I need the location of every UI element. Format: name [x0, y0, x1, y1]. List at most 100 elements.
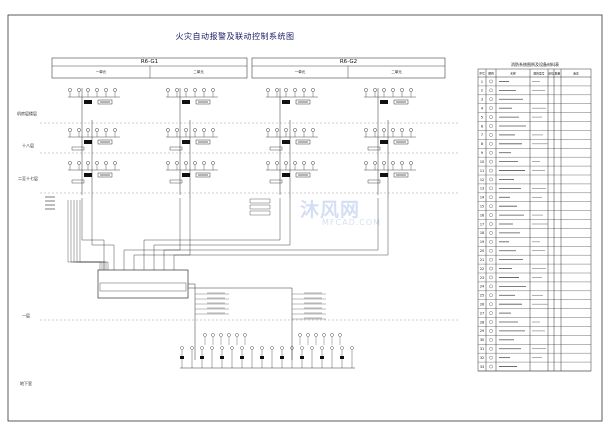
smoke-detector-symbol [166, 128, 170, 132]
legend-header-cell: 单位 [548, 72, 554, 76]
panel-link [188, 283, 196, 290]
legend-symbol [489, 195, 493, 200]
block-r6g2-unit-right: 二单元 [391, 70, 402, 74]
legend-symbol [489, 177, 493, 182]
legend-symbol [489, 266, 493, 271]
block-r6g2-unit-left: 一单元 [294, 70, 306, 74]
smoke-detector-symbol [202, 88, 206, 92]
legend-row-number: 16 [480, 213, 484, 217]
smoke-detector-symbol [95, 161, 99, 165]
smoke-detector-symbol [95, 128, 99, 132]
smoke-detector-symbol [373, 128, 377, 132]
smoke-detector-symbol [311, 128, 315, 132]
smoke-detector-symbol [175, 128, 179, 132]
legend-header-cell: 数量 [555, 72, 561, 76]
smoke-detector-symbol [266, 161, 270, 165]
smoke-detector-symbol [202, 128, 206, 132]
legend-symbol [489, 168, 493, 173]
drawing-border [7, 14, 603, 422]
legend-row-number: 9 [481, 151, 483, 155]
block-r6g2-label: R6-G2 [339, 59, 358, 65]
legend-row-number: 29 [480, 329, 484, 333]
legend-symbol [489, 150, 493, 155]
legend-symbol [489, 106, 493, 110]
cable-tag-box [249, 198, 271, 204]
floor1-device [203, 333, 207, 337]
watermark-url: MFCAD.COM [322, 218, 382, 227]
legend-row-number: 19 [480, 240, 484, 244]
drawing-title: 火灾自动报警及联动控制系统图 [175, 32, 295, 41]
block-r6g1-unit-left: 一单元 [95, 70, 107, 74]
legend-row-number: 12 [480, 178, 484, 182]
legend-symbol [489, 240, 493, 244]
legend-row-number: 30 [480, 338, 484, 342]
bus-cable [153, 198, 291, 270]
smoke-detector-symbol [175, 161, 179, 165]
smoke-detector-symbol [302, 161, 306, 165]
smoke-detector-symbol [77, 88, 81, 92]
module-box [282, 140, 290, 144]
panel-link [188, 287, 293, 290]
bus-cable [67, 200, 101, 270]
floor1-device [330, 333, 334, 337]
legend-row-number: 17 [480, 222, 484, 226]
basement-module [280, 356, 284, 359]
legend-row-number: 33 [480, 365, 484, 369]
smoke-detector-symbol [293, 128, 297, 132]
cable-tag-box [249, 204, 271, 210]
smoke-detector-symbol [302, 128, 306, 132]
floor-label-basement: 地下室 [20, 381, 32, 386]
floor-dividers [40, 122, 460, 321]
basement-device [280, 346, 284, 350]
basement-device [310, 346, 314, 350]
module-box [84, 173, 92, 177]
smoke-detector-symbol [373, 88, 377, 92]
legend-symbol [489, 311, 493, 315]
basement-device [270, 346, 274, 350]
smoke-detector-symbol [184, 161, 188, 165]
legend-symbol [489, 320, 493, 324]
junction-box [195, 139, 211, 145]
smoke-detector-symbol [184, 88, 188, 92]
legend-header-cell: 图例 [488, 72, 494, 76]
smoke-detector-symbol [382, 161, 386, 165]
smoke-detector-symbol [364, 88, 368, 92]
floor1-device [219, 333, 223, 337]
legend-symbol [489, 346, 493, 351]
smoke-detector-symbol [166, 161, 170, 165]
basement-device [250, 346, 254, 350]
smoke-detector-symbol [373, 161, 377, 165]
legend-symbol [489, 222, 493, 226]
smoke-detector-symbol [104, 161, 108, 165]
smoke-detector-symbol [86, 161, 90, 165]
legend-row-number: 23 [480, 276, 484, 280]
smoke-detector-symbol [293, 88, 297, 92]
smoke-detector-symbol [166, 88, 170, 92]
module-box [380, 140, 388, 144]
terminal-box [367, 146, 381, 151]
smoke-detector-symbol [104, 128, 108, 132]
smoke-detector-symbol [193, 161, 197, 165]
junction-box [295, 139, 311, 145]
smoke-detector-symbol [382, 88, 386, 92]
basement-device [230, 346, 234, 350]
terminal-box [169, 146, 183, 151]
smoke-detector-symbol [400, 88, 404, 92]
legend-header-cell: 序号 [479, 72, 485, 76]
bus-cables [45, 196, 389, 270]
bus-cable [79, 200, 109, 270]
floor-label-machine-room: 机房层楼层 [17, 111, 37, 116]
smoke-detector-symbol [193, 88, 197, 92]
basement-device [180, 346, 184, 350]
legend-row-number: 11 [480, 169, 484, 173]
legend-header-cell: 规格型号 [533, 72, 544, 76]
legend-row-number: 3 [481, 98, 483, 102]
smoke-detector-symbol [95, 88, 99, 92]
legend-row-number: 18 [480, 231, 484, 235]
bus-cable [81, 198, 105, 270]
legend-symbol [489, 133, 493, 137]
smoke-detector-symbol [311, 88, 315, 92]
legend-row-number: 1 [481, 80, 483, 84]
terminal-box [367, 179, 381, 184]
